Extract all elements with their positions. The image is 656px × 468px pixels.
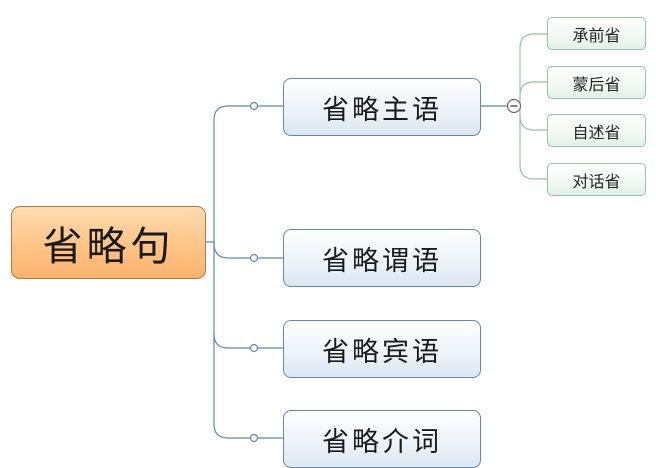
connector-dot-icon[interactable] (249, 253, 259, 263)
leaf-topic-2[interactable]: 蒙后省 (547, 66, 646, 99)
connector-dot-icon[interactable] (249, 433, 259, 443)
connector-b1-l2 (519, 81, 547, 100)
root-connectors (206, 105, 508, 439)
branch-topic-omit-preposition[interactable]: 省略介词 (283, 410, 481, 468)
root-topic[interactable]: 省略句 (11, 206, 206, 279)
connector-root-b2 (213, 242, 254, 259)
connector-dot-icon[interactable] (249, 343, 259, 353)
root-topic-label: 省略句 (42, 223, 175, 270)
leaf-topic-label: 自述省 (572, 122, 621, 142)
minus-circle-icon[interactable] (506, 98, 522, 114)
mind-map-canvas: 省略句 省略主语 省略谓语 省略宾语 省略介词 承前省 蒙后省 自述省 对话省 (11, 17, 646, 468)
leaf-connectors (519, 33, 547, 180)
branch-topic-omit-predicate[interactable]: 省略谓语 (283, 229, 481, 287)
connector-dot-icon[interactable] (249, 101, 259, 111)
leaf-topic-3[interactable]: 自述省 (547, 114, 646, 147)
branch-topic-omit-object[interactable]: 省略宾语 (283, 320, 481, 378)
connector-b1-l3 (519, 112, 547, 131)
connector-b1-l4 (519, 106, 547, 180)
branch-topic-label: 省略宾语 (322, 336, 442, 368)
branch-topic-label: 省略主语 (322, 94, 442, 126)
branch-topic-label: 省略谓语 (322, 245, 442, 277)
branch-topic-omit-subject[interactable]: 省略主语 (283, 78, 481, 136)
leaf-topic-4[interactable]: 对话省 (547, 163, 646, 196)
connector-root-b1 (206, 105, 254, 243)
connector-root-b4 (213, 334, 254, 439)
leaf-topic-1[interactable]: 承前省 (547, 17, 646, 50)
leaf-topic-label: 承前省 (572, 25, 621, 45)
leaf-topic-label: 对话省 (572, 171, 621, 191)
connector-root-b3 (213, 243, 254, 349)
branch-topic-label: 省略介词 (322, 426, 442, 458)
connector-lines (206, 33, 547, 443)
connector-b1-l1 (519, 33, 547, 106)
leaf-topic-label: 蒙后省 (572, 74, 621, 94)
